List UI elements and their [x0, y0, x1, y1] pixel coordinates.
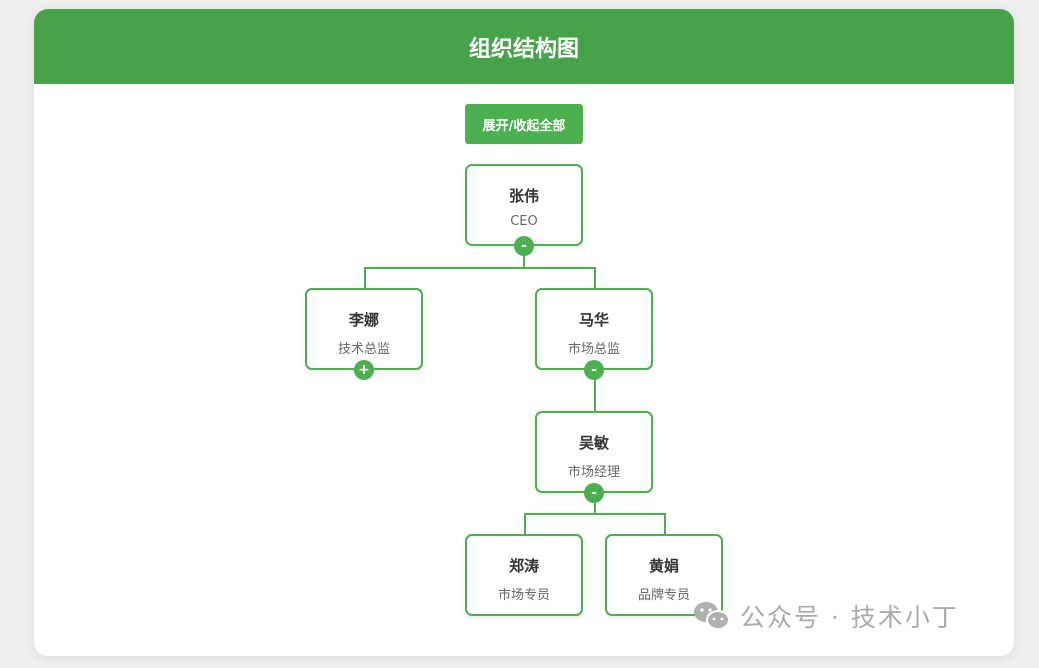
node-name: 张伟 — [508, 187, 539, 205]
node-title: 市场经理 — [567, 465, 620, 480]
connector — [594, 500, 596, 515]
node-title: 市场专员 — [497, 588, 550, 603]
node-name: 马华 — [578, 311, 609, 329]
connector — [523, 254, 525, 269]
connector — [594, 377, 596, 411]
page-title: 组织结构图 — [34, 9, 1014, 84]
connector — [524, 513, 666, 515]
connector — [364, 267, 596, 269]
toggle-all-button[interactable]: 展开/收起全部 — [465, 104, 583, 144]
watermark: 公众号 · 技术小丁 — [692, 598, 959, 634]
wechat-icon — [694, 602, 730, 630]
connector — [664, 513, 666, 534]
node-name: 李娜 — [348, 311, 379, 329]
org-node-marketing-director[interactable]: 马华 市场总监 - — [535, 288, 653, 380]
org-node-ceo[interactable]: 张伟 CEO - — [465, 164, 583, 256]
node-name: 黄娟 — [648, 557, 679, 575]
connector — [364, 267, 366, 288]
collapse-toggle[interactable]: - — [584, 483, 604, 503]
node-name: 郑涛 — [508, 557, 539, 575]
org-node-marketing-specialist[interactable]: 郑涛 市场专员 — [465, 534, 583, 616]
org-node-tech-director[interactable]: 李娜 技术总监 + — [305, 288, 423, 380]
collapse-toggle[interactable]: - — [514, 236, 534, 256]
org-chart-card: 组织结构图 展开/收起全部 张伟 CEO - 李娜 技术总监 + 马华 市场总监… — [34, 9, 1014, 656]
node-title: 品牌专员 — [637, 588, 690, 603]
node-name: 吴敏 — [578, 434, 609, 452]
node-title: CEO — [510, 214, 538, 229]
org-node-marketing-manager[interactable]: 吴敏 市场经理 - — [535, 411, 653, 503]
collapse-toggle[interactable]: - — [584, 360, 604, 380]
connector — [524, 513, 526, 534]
node-title: 技术总监 — [337, 342, 390, 357]
connector — [594, 267, 596, 288]
expand-toggle[interactable]: + — [354, 360, 374, 380]
node-title: 市场总监 — [567, 342, 620, 357]
watermark-text: 公众号 · 技术小丁 — [740, 603, 959, 632]
